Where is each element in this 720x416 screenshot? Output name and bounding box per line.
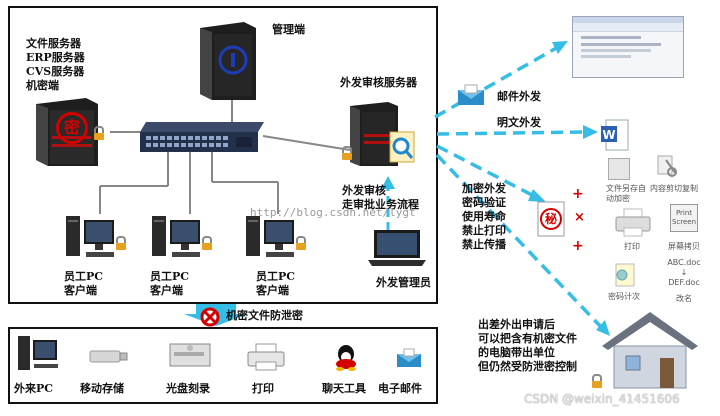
management-label: 管理端 <box>272 23 305 36</box>
email-envelope-icon <box>456 84 486 106</box>
feature-password-count: 密码计次 <box>608 292 640 301</box>
encrypted-outbound-1: 加密外发 <box>462 182 506 195</box>
printer-icon <box>246 342 286 372</box>
cd-burner-icon <box>168 340 212 370</box>
client-label-2b: 客户端 <box>150 284 183 297</box>
csdn-credit: CSDN @weixin_41451606 <box>524 392 680 406</box>
cross-icon: × <box>574 210 585 225</box>
chat-tool-icon <box>334 344 358 372</box>
plaintext-outbound-label: 明文外发 <box>497 116 541 129</box>
email-client-window <box>572 16 684 78</box>
lock-icon <box>342 146 352 160</box>
client-pc-icon <box>244 214 298 266</box>
prohibited-icon <box>200 307 220 327</box>
outbound-admin-label: 外发管理员 <box>376 276 431 289</box>
client-label-3b: 客户端 <box>256 284 289 297</box>
client-label-3a: 员工PC <box>256 270 296 283</box>
plus-icon: + <box>572 238 584 254</box>
audit-label-1: 外发审核 <box>342 184 386 197</box>
encrypted-outbound-4: 禁止打印 <box>462 224 506 237</box>
feature-print: 打印 <box>624 242 640 251</box>
external-pc-icon <box>16 334 60 374</box>
device-label-chat: 聊天工具 <box>322 382 366 395</box>
device-label-cd: 光盘刻录 <box>166 382 210 395</box>
leak-prevention-label: 机密文件防泄密 <box>226 309 303 322</box>
rename-from: ABC.doc <box>667 258 701 267</box>
encrypted-outbound-2: 密码验证 <box>462 196 506 209</box>
audit-server-icon <box>348 100 400 168</box>
rename-icon: ABC.doc ↓ DEF.doc <box>664 258 704 290</box>
file-server-label-1: 文件服务器 <box>26 37 81 50</box>
cut-copy-icon <box>656 154 680 178</box>
svg-text:W: W <box>602 128 615 142</box>
management-server-icon <box>198 20 258 102</box>
network-switch-icon <box>138 122 264 154</box>
file-server-label-2: ERP服务器 <box>26 51 85 64</box>
feature-cut-copy: 内容剪切复制 <box>650 184 698 193</box>
lock-icon <box>94 126 104 140</box>
file-server-label-3: CVS服务器 <box>26 65 85 78</box>
client-pc-icon <box>150 214 204 266</box>
print-feature-icon <box>614 208 652 238</box>
audit-search-icon <box>388 128 418 164</box>
house-icon <box>600 310 700 390</box>
trip-label-4: 但仍然受防泄密控制 <box>478 360 577 373</box>
device-label-external-pc: 外来PC <box>14 382 54 395</box>
secret-seal-text: 秘 <box>544 212 557 226</box>
lock-icon <box>202 236 212 250</box>
feature-save-encrypt: 文件另存自动加密 <box>606 184 646 203</box>
feature-rename: 改名 <box>676 294 692 303</box>
password-count-icon <box>612 262 636 288</box>
save-encrypt-icon <box>608 158 630 180</box>
encrypted-outbound-5: 禁止传播 <box>462 238 506 251</box>
encrypted-outbound-3: 使用寿命 <box>462 210 506 223</box>
device-label-print: 打印 <box>252 382 274 395</box>
secret-seal: 密 <box>56 112 88 144</box>
client-label-1b: 客户端 <box>64 284 97 297</box>
file-server-label-4: 机密端 <box>26 79 59 92</box>
print-screen-key-icon: Print Screen <box>670 204 698 232</box>
lock-icon <box>592 374 602 388</box>
usb-drive-icon <box>88 348 128 364</box>
email-outbound-label: 邮件外发 <box>497 90 541 103</box>
word-document-icon: W <box>600 118 630 152</box>
feature-screen-copy: 屏幕拷贝 <box>668 242 700 251</box>
trip-label-1: 出差外出申请后 <box>478 318 555 331</box>
audit-server-label: 外发审核服务器 <box>340 76 417 89</box>
lock-icon <box>296 236 306 250</box>
device-label-usb: 移动存储 <box>80 382 124 395</box>
client-label-1a: 员工PC <box>64 270 104 283</box>
trip-label-3: 的电脑带出单位 <box>478 346 555 359</box>
device-frame <box>8 327 438 404</box>
file-server-icon: 密 <box>32 96 100 168</box>
laptop-icon <box>366 228 428 268</box>
client-label-2a: 员工PC <box>150 270 190 283</box>
client-pc-icon <box>64 214 118 266</box>
device-label-email: 电子邮件 <box>378 382 422 395</box>
lock-icon <box>116 236 126 250</box>
rename-to: DEF.doc <box>668 278 700 287</box>
audit-label-2: 走审批业务流程 <box>342 198 419 211</box>
watermark-text: http://blog.csdn.net/lygt <box>250 206 416 219</box>
trip-label-2: 可以把含有机密文件 <box>478 332 577 345</box>
secret-document-icon: 秘 <box>534 200 568 238</box>
email-icon <box>396 348 422 368</box>
rename-arrow: ↓ <box>680 268 688 277</box>
plus-icon: + <box>572 186 584 202</box>
